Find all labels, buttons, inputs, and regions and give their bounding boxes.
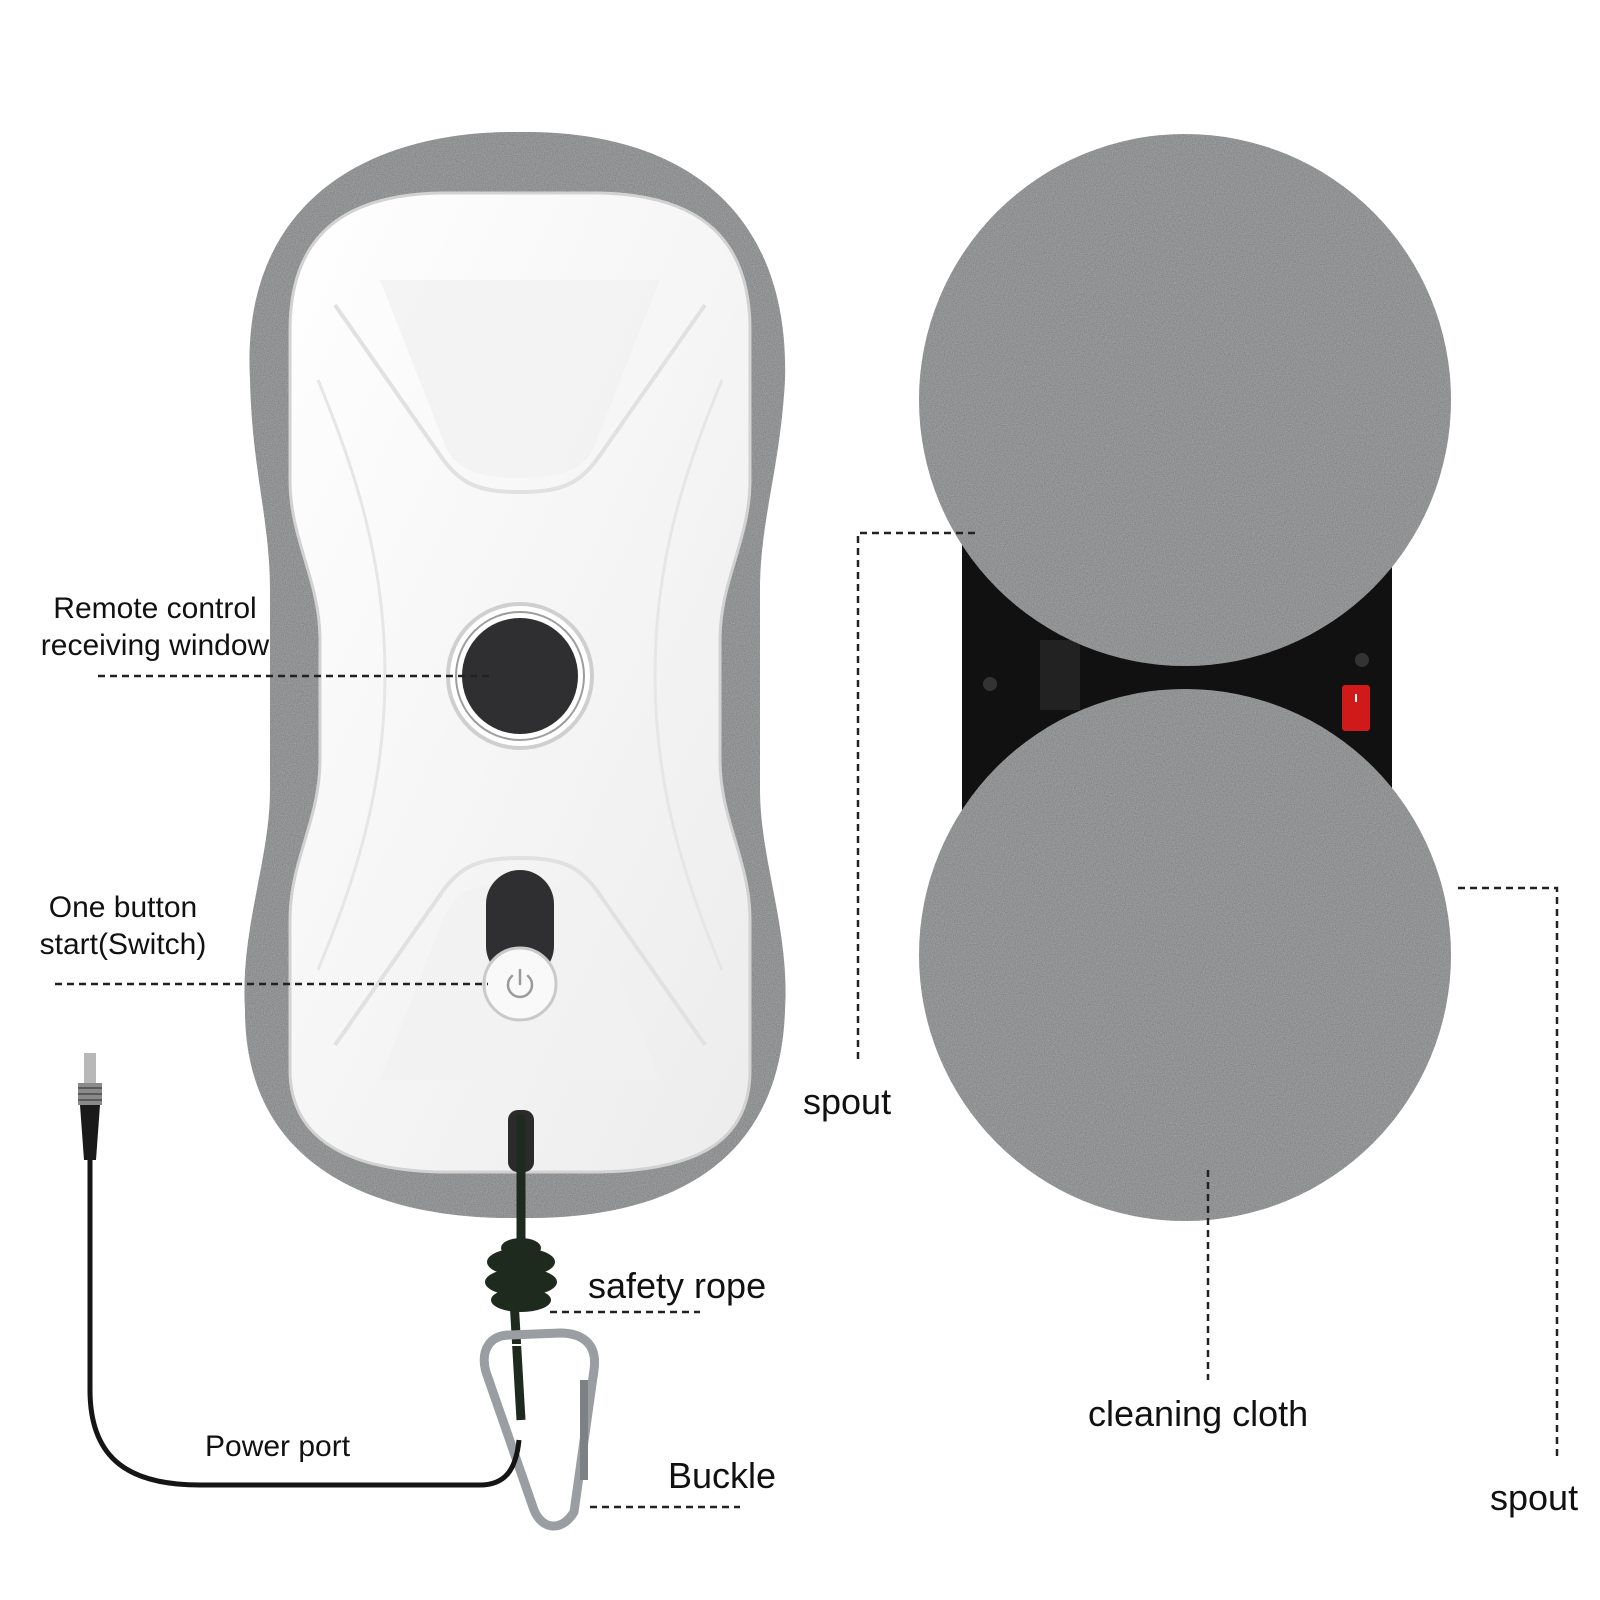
robot-x-molding xyxy=(333,303,707,495)
label-remote-window-line2: receiving window xyxy=(40,629,270,662)
label-remote-window: Remote control receiving window xyxy=(20,594,290,661)
cable-line xyxy=(87,1160,522,1488)
label-one-button-line2: start(Switch) xyxy=(39,928,207,961)
label-spout-left: spout xyxy=(803,1081,892,1122)
robot-top-view xyxy=(244,131,786,1219)
carabiner-outer xyxy=(479,1328,600,1531)
carabiner-icon xyxy=(479,1328,600,1531)
label-one-button-line1: One button xyxy=(48,891,198,924)
leader-lines xyxy=(55,531,1559,1509)
power-cable xyxy=(78,1053,522,1488)
leader-spout-left xyxy=(856,531,975,1062)
robot-x-molding-bottom xyxy=(333,855,707,1047)
robot-side-left xyxy=(316,379,387,971)
robot-side-right xyxy=(653,379,724,971)
label-power-port: Power port xyxy=(205,1430,351,1463)
chassis-vent xyxy=(1040,640,1080,710)
cleaning-cloth-top xyxy=(919,134,1451,666)
label-remote-window-line1: Remote control xyxy=(53,592,257,625)
label-buckle: Buckle xyxy=(668,1455,777,1496)
remote-control-window xyxy=(462,618,578,734)
chassis-screw-right xyxy=(1355,653,1369,667)
remote-window-rim xyxy=(455,611,585,741)
dc-plug-icon xyxy=(78,1053,102,1160)
label-safety-rope: safety rope xyxy=(588,1265,767,1306)
label-one-button-start: One button start(Switch) xyxy=(18,893,228,960)
power-icon xyxy=(506,968,534,999)
safety-rope xyxy=(485,1115,557,1421)
carabiner-gate xyxy=(580,1380,588,1480)
carabiner-inner xyxy=(494,1344,586,1512)
rope-knot xyxy=(485,1238,557,1312)
rocker-switch-icon xyxy=(1342,685,1370,731)
leader-spout-right xyxy=(1458,886,1559,1458)
rope-strand xyxy=(509,1115,526,1421)
label-spout-right: spout xyxy=(1490,1477,1579,1518)
label-cleaning-cloth: cleaning cloth xyxy=(1088,1393,1309,1434)
robot-top-panel xyxy=(380,280,660,478)
cleaning-cloth-bottom xyxy=(919,689,1451,1221)
robot-bottom-view xyxy=(919,134,1451,1221)
chassis-screw-left xyxy=(983,677,997,691)
